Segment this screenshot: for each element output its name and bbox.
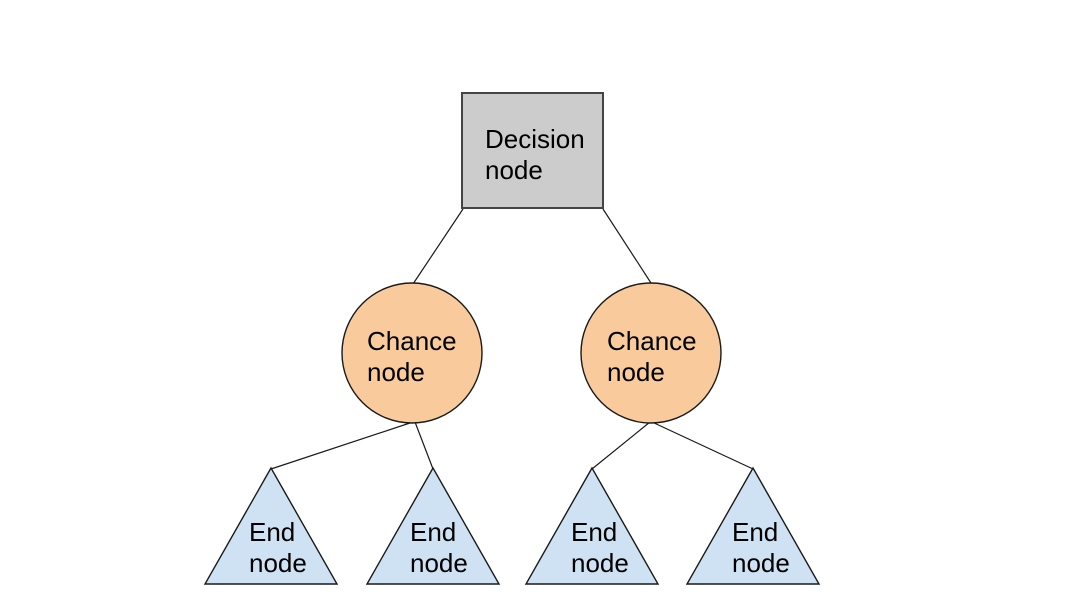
- chance-node-left-label-line2: node: [367, 357, 425, 387]
- end-node-2-label-line2: node: [410, 548, 468, 578]
- edge-decision-to-chance-right: [602, 208, 652, 284]
- edges: [270, 208, 754, 470]
- chance-node-left-circle: [341, 282, 483, 424]
- chance-node-right: Chance node: [580, 282, 722, 424]
- chance-node-left: Chance node: [341, 282, 483, 424]
- edge-chance-left-to-end-2: [414, 421, 434, 470]
- end-node-3-label-line1: End: [571, 517, 617, 547]
- end-node-3-triangle: [524, 466, 660, 585]
- end-node-2: End node: [365, 466, 501, 585]
- end-node-1-label-line1: End: [249, 517, 295, 547]
- edge-chance-left-to-end-1: [270, 421, 414, 470]
- decision-node-square: [461, 92, 604, 209]
- chance-node-right-circle: [580, 282, 722, 424]
- decision-node-label-line1: Decision: [485, 124, 585, 154]
- decision-node-label-line2: node: [485, 155, 543, 185]
- end-node-4-label-line2: node: [732, 548, 790, 578]
- end-node-4-triangle: [685, 466, 821, 585]
- decision-node: Decision node: [461, 92, 604, 209]
- end-node-2-triangle: [365, 466, 501, 585]
- end-node-3-label-line2: node: [571, 548, 629, 578]
- end-node-2-label-line1: End: [410, 517, 456, 547]
- chance-node-left-label-line1: Chance: [367, 326, 457, 356]
- edge-chance-right-to-end-4: [651, 421, 754, 470]
- end-node-1-triangle: [203, 466, 339, 585]
- end-node-4: End node: [685, 466, 821, 585]
- chance-node-right-label-line2: node: [607, 357, 665, 387]
- edge-chance-right-to-end-3: [591, 421, 651, 470]
- edge-decision-to-chance-left: [412, 208, 464, 285]
- end-node-4-label-line1: End: [732, 517, 778, 547]
- chance-node-right-label-line1: Chance: [607, 326, 697, 356]
- end-node-1-label-line2: node: [249, 548, 307, 578]
- end-node-3: End node: [524, 466, 660, 585]
- end-node-1: End node: [203, 466, 339, 585]
